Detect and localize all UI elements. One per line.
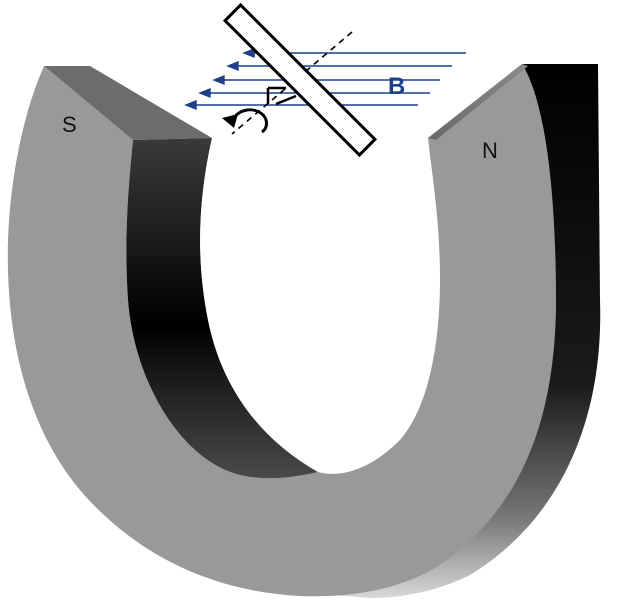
field-arrow-1	[242, 47, 255, 59]
coil-shaft	[266, 86, 297, 106]
field-arrow-4	[198, 87, 211, 99]
north-pole-inner-face	[428, 64, 528, 140]
rotation-arrow-icon	[222, 108, 268, 134]
field-arrow-5	[184, 99, 197, 111]
magnet-inner-dark-face	[126, 138, 319, 479]
magnet-front-face	[7, 64, 556, 597]
south-pole-label: S	[62, 112, 77, 137]
magnet-gap	[200, 111, 431, 472]
field-arrow-2	[226, 60, 239, 72]
field-label: B	[388, 73, 405, 100]
north-pole-label: N	[482, 138, 498, 163]
field-arrow-3	[212, 74, 225, 86]
magnet-depth-right	[318, 64, 601, 598]
coil	[222, 2, 378, 158]
south-pole-top-face	[44, 66, 212, 140]
